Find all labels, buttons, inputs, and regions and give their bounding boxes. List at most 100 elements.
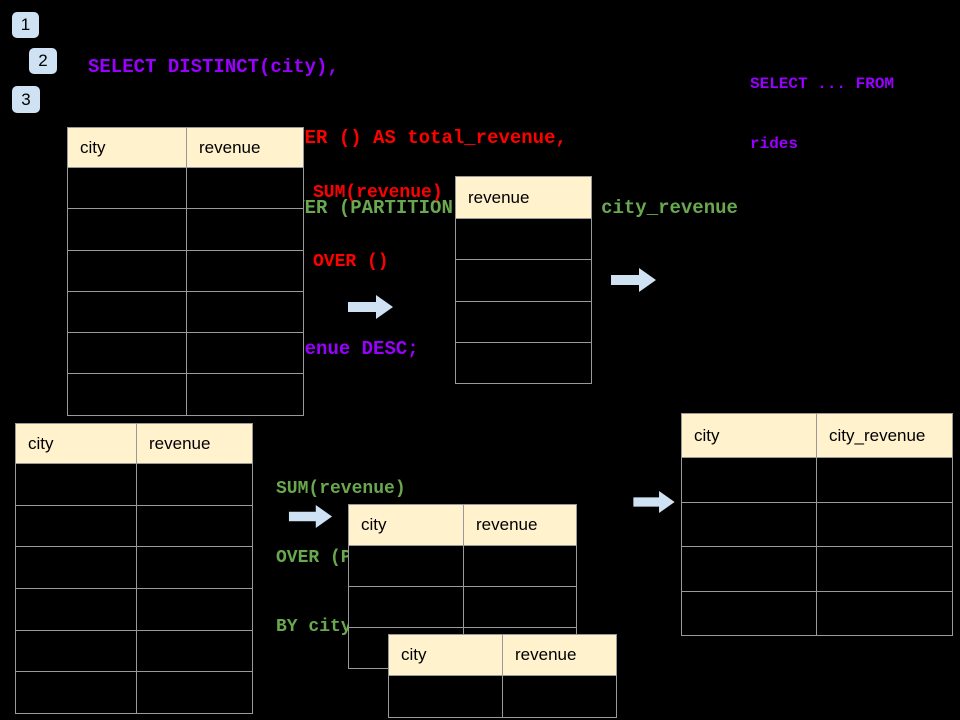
table-row xyxy=(15,671,253,715)
table-row xyxy=(67,373,304,416)
empty-cell xyxy=(186,332,304,375)
empty-cell xyxy=(67,249,187,292)
table-row xyxy=(15,588,253,631)
table-row xyxy=(15,463,253,506)
empty-cell xyxy=(15,463,137,506)
table-row xyxy=(67,208,304,251)
table-row xyxy=(67,332,304,375)
empty-cell xyxy=(816,546,953,592)
column-header: city xyxy=(15,423,137,464)
column-header: revenue xyxy=(136,423,253,464)
empty-cell xyxy=(816,590,953,636)
sql-fragment-note: SELECT ... FROM rides xyxy=(750,34,894,194)
table-row xyxy=(67,166,304,210)
empty-cell xyxy=(186,249,304,292)
sql-fragment-note-line1: SELECT ... FROM xyxy=(750,75,895,93)
empty-cell xyxy=(67,290,187,334)
empty-cell xyxy=(502,675,617,718)
table-row xyxy=(455,259,592,302)
table-row xyxy=(681,546,953,592)
empty-cell xyxy=(15,671,137,715)
empty-cell xyxy=(455,259,592,302)
sql-fragment-note-line2: rides xyxy=(750,135,799,153)
column-header: revenue xyxy=(455,176,592,219)
table-row xyxy=(455,341,592,385)
header-row: revenue xyxy=(455,176,592,219)
empty-cell xyxy=(681,501,817,547)
right-arrow-icon xyxy=(288,505,333,528)
empty-cell xyxy=(67,166,187,210)
empty-cell xyxy=(816,457,953,503)
empty-cell xyxy=(15,588,137,631)
empty-cell xyxy=(136,463,253,506)
empty-cell xyxy=(67,373,187,416)
empty-cell xyxy=(15,629,137,673)
column-header: revenue xyxy=(186,127,304,168)
table-row xyxy=(67,249,304,292)
empty-cell xyxy=(136,546,253,590)
column-header: revenue xyxy=(502,634,617,676)
empty-cell xyxy=(463,586,577,628)
empty-cell xyxy=(136,629,253,673)
empty-cell xyxy=(816,501,953,547)
table-row xyxy=(348,586,577,628)
step-badge-2: 2 xyxy=(29,48,57,74)
empty-cell xyxy=(186,166,304,210)
total-revenue-result-table: revenue xyxy=(455,176,592,385)
empty-cell xyxy=(348,586,464,628)
column-header: city xyxy=(67,127,187,168)
empty-cell xyxy=(186,208,304,251)
annotation-sum-over-all: SUM(revenue) OVER () xyxy=(313,136,443,320)
annotation-sum-over-all-line1: SUM(revenue) xyxy=(313,183,443,203)
column-header: city xyxy=(348,504,464,546)
empty-cell xyxy=(15,546,137,590)
empty-cell xyxy=(455,300,592,343)
empty-cell xyxy=(455,341,592,385)
table-row xyxy=(15,546,253,590)
step-badge-3: 3 xyxy=(12,86,40,113)
empty-cell xyxy=(186,373,304,416)
table-row xyxy=(348,545,577,587)
right-arrow-icon xyxy=(611,268,656,292)
column-header: city_revenue xyxy=(816,413,953,458)
right-arrow-icon xyxy=(348,295,393,319)
table-row xyxy=(455,300,592,343)
empty-cell xyxy=(136,671,253,715)
empty-cell xyxy=(15,504,137,548)
empty-cell xyxy=(348,545,464,587)
empty-cell xyxy=(455,217,592,261)
column-header: revenue xyxy=(463,504,577,546)
table-row xyxy=(681,590,953,636)
empty-cell xyxy=(681,590,817,636)
annotation-sum-partition-line1: SUM(revenue) xyxy=(276,479,406,499)
table-row xyxy=(15,504,253,548)
right-arrow-icon xyxy=(633,491,675,513)
step-badge-1: 1 xyxy=(12,12,39,38)
table-row xyxy=(681,501,953,547)
table-row xyxy=(67,290,304,334)
column-header: city xyxy=(388,634,503,676)
table-row xyxy=(681,457,953,503)
table-row xyxy=(15,629,253,673)
table-row xyxy=(388,675,617,718)
empty-cell xyxy=(136,504,253,548)
sql-line-select: SELECT DISTINCT(city), xyxy=(88,56,339,78)
empty-cell xyxy=(136,588,253,631)
table-row xyxy=(455,217,592,261)
empty-cell xyxy=(681,457,817,503)
empty-cell xyxy=(67,332,187,375)
column-header: city xyxy=(681,413,817,458)
empty-cell xyxy=(388,675,503,718)
empty-cell xyxy=(67,208,187,251)
empty-cell xyxy=(681,546,817,592)
